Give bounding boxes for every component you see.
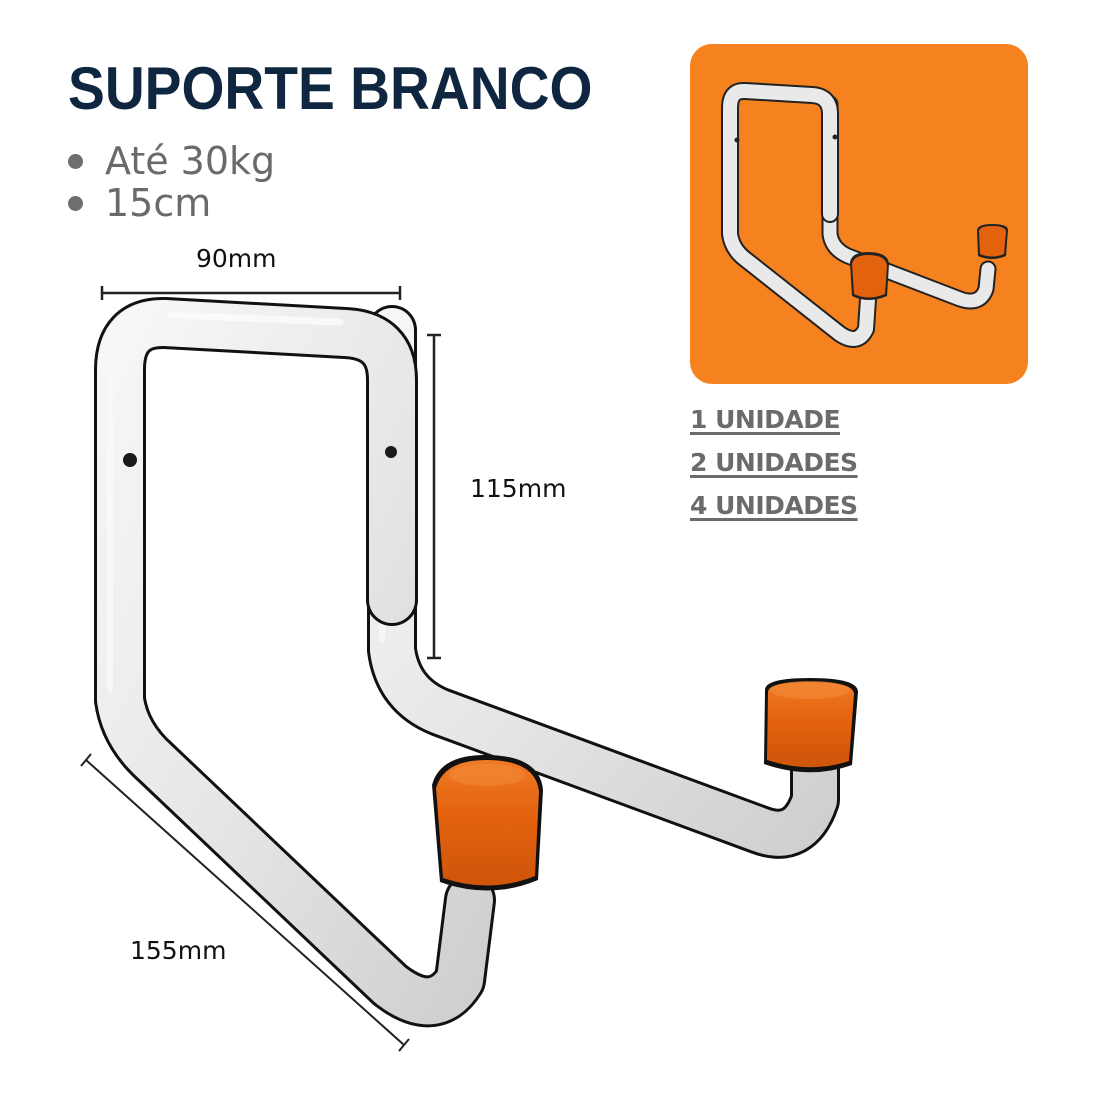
bullet-icon bbox=[68, 195, 83, 211]
option-4-units[interactable]: 4 UNIDADES bbox=[690, 491, 858, 520]
width-dimension-line bbox=[100, 286, 402, 300]
thumbnail-hook-image bbox=[721, 81, 1008, 348]
spec-item-capacity: Até 30kg bbox=[66, 140, 275, 182]
screw-hole-icon bbox=[123, 453, 137, 467]
spec-item-size: 15cm bbox=[66, 182, 275, 224]
width-dimension-label: 90mm bbox=[196, 244, 277, 273]
bullet-icon bbox=[68, 153, 83, 169]
product-thumbnail[interactable] bbox=[690, 44, 1028, 384]
option-2-units[interactable]: 2 UNIDADES bbox=[690, 448, 858, 477]
depth-dimension-line bbox=[80, 753, 410, 1052]
cap-front bbox=[432, 755, 543, 891]
spec-list: Até 30kg 15cm bbox=[66, 140, 275, 224]
option-1-unit[interactable]: 1 UNIDADE bbox=[690, 405, 841, 434]
height-dimension-label: 115mm bbox=[470, 474, 567, 503]
spec-capacity-text: Até 30kg bbox=[105, 139, 276, 183]
hook-frame bbox=[94, 297, 496, 1028]
depth-dimension-label: 155mm bbox=[130, 936, 227, 965]
cap-back bbox=[764, 678, 858, 773]
height-dimension-line bbox=[427, 333, 441, 660]
product-title: SUPORTE BRANCO bbox=[68, 55, 593, 122]
quantity-options: 1 UNIDADE 2 UNIDADES 4 UNIDADES bbox=[690, 398, 858, 527]
spec-size-text: 15cm bbox=[105, 181, 212, 225]
screw-hole-icon bbox=[385, 446, 397, 458]
